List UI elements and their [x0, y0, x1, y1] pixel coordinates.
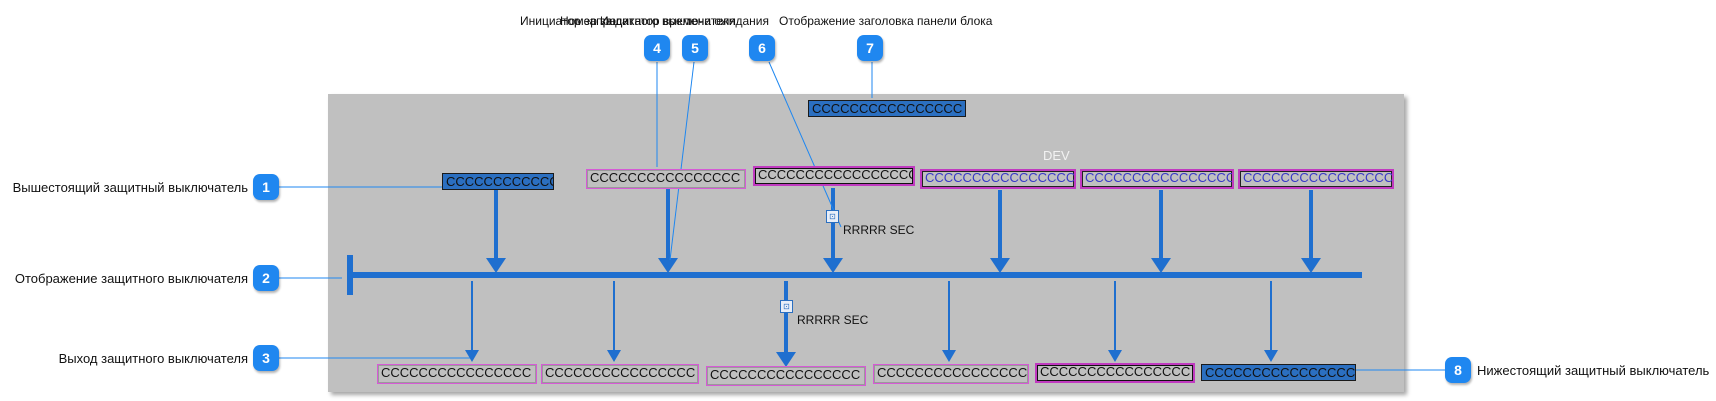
- callout-badge-2[interactable]: 2: [253, 265, 279, 291]
- bottom-box-3: CCCCCCCCCCCCCCCC: [706, 366, 866, 386]
- panel-header-box: CCCCCCCCCCCCCCCC: [808, 100, 966, 117]
- callout-badge-7[interactable]: 7: [857, 35, 883, 61]
- callout-1-label: Вышестоящий защитный выключатель: [12, 180, 248, 195]
- callout-badge-8[interactable]: 8: [1445, 357, 1471, 383]
- bottom-box-4: CCCCCCCCCCCCCCCC: [873, 364, 1029, 384]
- callout-badge-5[interactable]: 5: [682, 35, 708, 61]
- timer-icon: ⊡: [780, 300, 793, 313]
- diagram-panel: [328, 94, 1404, 392]
- callout-badge-6[interactable]: 6: [749, 35, 775, 61]
- callout-4-label: Инициатор запроса: [520, 14, 629, 28]
- dev-label: DEV: [1043, 148, 1070, 163]
- bottom-box-2: CCCCCCCCCCCCCCCC: [541, 364, 699, 384]
- callout-badge-1[interactable]: 1: [253, 174, 279, 200]
- callout-2-label: Отображение защитного выключателя: [14, 271, 248, 286]
- top-box-5: CCCCCCCCCCCCCCCC: [1238, 169, 1394, 189]
- callout-6-label: Индикатор времени ожидания: [600, 14, 770, 28]
- top-box-2: CCCCCCCCCCCCCCCCC: [753, 166, 915, 186]
- downstream-breaker-box: CCCCCCCCCCCCCCCC: [1201, 364, 1356, 381]
- time-label-2: RRRRR SEC: [797, 313, 869, 327]
- callout-8-label: Нижестоящий защитный выключатель: [1477, 363, 1710, 378]
- top-box-3: CCCCCCCCCCCCCCCC: [920, 169, 1076, 189]
- time-label-1: RRRRR SEC: [843, 223, 915, 237]
- callout-5-label: Номер защитного выключателя: [560, 14, 736, 28]
- callout-3-label: Выход защитного выключателя: [58, 351, 248, 366]
- callout-7-label: Отображение заголовка панели блока: [779, 14, 993, 28]
- bottom-box-5: CCCCCCCCCCCCCCCC: [1035, 363, 1195, 383]
- upstream-breaker-box: CCCCCCCCCCCC: [442, 173, 554, 190]
- timer-icon: ⊡: [826, 210, 839, 223]
- top-box-4: CCCCCCCCCCCCCCCC: [1080, 169, 1234, 189]
- bottom-box-1: CCCCCCCCCCCCCCCC: [377, 364, 537, 384]
- top-box-1: CCCCCCCCCCCCCCCC: [586, 169, 746, 189]
- callout-badge-4[interactable]: 4: [644, 35, 670, 61]
- callout-badge-3[interactable]: 3: [253, 345, 279, 371]
